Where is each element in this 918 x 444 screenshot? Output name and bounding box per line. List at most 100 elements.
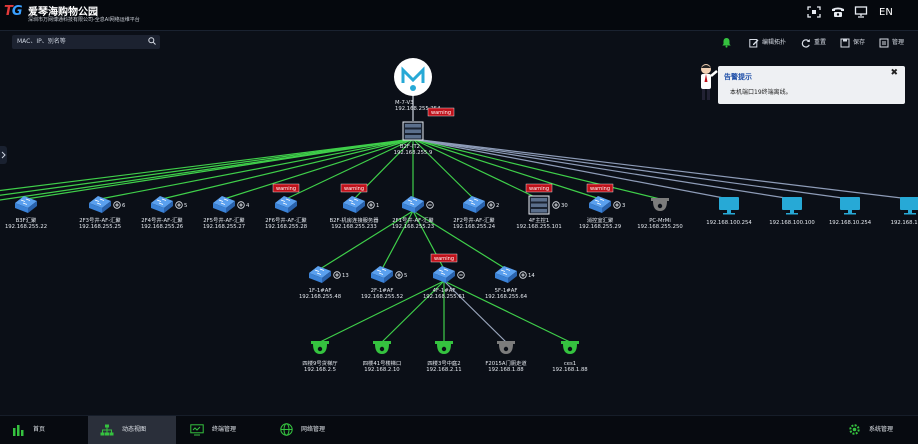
child-count[interactable] <box>426 201 434 209</box>
bell-icon[interactable] <box>721 37 735 49</box>
count-circle <box>175 201 183 209</box>
switch-front <box>356 201 365 213</box>
count-circle <box>367 201 375 209</box>
phone-icon[interactable] <box>830 6 846 20</box>
switch-arrows <box>407 198 418 205</box>
fullscreen-icon[interactable] <box>806 6 822 20</box>
warning-badge-bg <box>340 183 368 193</box>
warning-badge-label: warning <box>344 186 364 192</box>
child-count[interactable]: 1 <box>367 201 380 209</box>
topology-node[interactable]: 192.168.100.254 <box>706 197 752 226</box>
switch-side <box>275 203 288 213</box>
node-ip: 192.168.255.25 <box>79 224 121 230</box>
warning-badge-bg <box>427 107 455 117</box>
manage-button[interactable]: 管理 <box>879 37 904 49</box>
switch-arrows <box>218 198 229 205</box>
switch-front <box>28 201 37 213</box>
edit-topology-button[interactable]: 编辑拓扑 <box>749 37 786 49</box>
topology-node[interactable]: 192.168.100.100 <box>769 197 815 226</box>
nav-home[interactable]: 首页 <box>12 416 82 444</box>
child-count[interactable]: 6 <box>113 201 126 209</box>
child-count[interactable]: 5 <box>175 201 188 209</box>
child-count[interactable]: 2 <box>487 201 500 209</box>
nav-terminal[interactable]: 终端管理 <box>190 416 260 444</box>
monitor-base <box>723 213 735 215</box>
save-icon <box>840 38 850 47</box>
camera-mount <box>435 341 453 344</box>
topology-canvas[interactable]: M-7-V3192.168.255.254warningB2F-IT2192.1… <box>0 55 918 415</box>
count-circle <box>552 201 560 209</box>
node-ip: 192.168.10.254 <box>829 220 872 226</box>
switch-arrows <box>594 198 605 205</box>
side-panel-toggle[interactable] <box>0 146 7 164</box>
warning-badge: warning <box>427 107 455 117</box>
child-count[interactable]: 5 <box>395 271 408 279</box>
child-count[interactable]: 4 <box>237 201 250 209</box>
child-count[interactable]: 3 <box>613 201 626 209</box>
node-name: 2F6号井-AF-汇聚 <box>265 216 307 224</box>
switch-side <box>589 203 602 213</box>
warning-badge: warning <box>586 183 614 193</box>
topology-icon <box>100 424 114 435</box>
switch-top <box>495 266 517 278</box>
switch-icon <box>495 266 517 283</box>
reset-button[interactable]: 重置 <box>801 37 826 49</box>
child-count[interactable] <box>457 271 465 279</box>
count-label: 30 <box>561 203 568 209</box>
topology-node[interactable]: 192.168.10.254 <box>829 197 872 226</box>
server-slot <box>405 124 421 128</box>
monitor-stand <box>727 210 731 213</box>
child-count[interactable]: 14 <box>519 271 536 279</box>
search-icon[interactable] <box>148 37 156 45</box>
nav-dynamic-view[interactable]: 动态视图 <box>88 416 176 444</box>
count-label: 3 <box>622 203 625 209</box>
switch-top <box>15 196 37 208</box>
camera-icon <box>435 341 453 354</box>
nav-terminal-label: 终端管理 <box>212 426 237 433</box>
topology-node[interactable]: 192.168.1.100 <box>891 197 918 226</box>
node-ip: 192.168.255.233 <box>331 224 377 230</box>
search-input[interactable] <box>17 36 142 47</box>
child-count[interactable]: 30 <box>552 201 569 209</box>
count-label: 14 <box>528 273 535 279</box>
switch-icon <box>463 196 485 213</box>
node-name: 2F3号井-AF-汇聚 <box>79 216 121 224</box>
reset-label: 重置 <box>814 39 827 46</box>
switch-icon <box>433 266 455 283</box>
switch-icon <box>589 196 611 213</box>
language-toggle[interactable]: EN <box>879 7 893 18</box>
save-button[interactable]: 保存 <box>840 37 865 49</box>
child-count[interactable]: 13 <box>333 271 349 279</box>
nav-network[interactable]: 网络管理 <box>280 416 350 444</box>
edit-icon <box>749 38 759 47</box>
nav-system[interactable]: 系统管理 <box>848 416 914 444</box>
node-ip: 192.168.255.23 <box>392 224 434 230</box>
camera-lens <box>317 346 323 352</box>
close-icon[interactable]: ✖ <box>890 68 898 78</box>
mascot-icon <box>701 64 718 100</box>
switch-side <box>495 273 508 283</box>
monitor-icon[interactable] <box>853 6 869 20</box>
